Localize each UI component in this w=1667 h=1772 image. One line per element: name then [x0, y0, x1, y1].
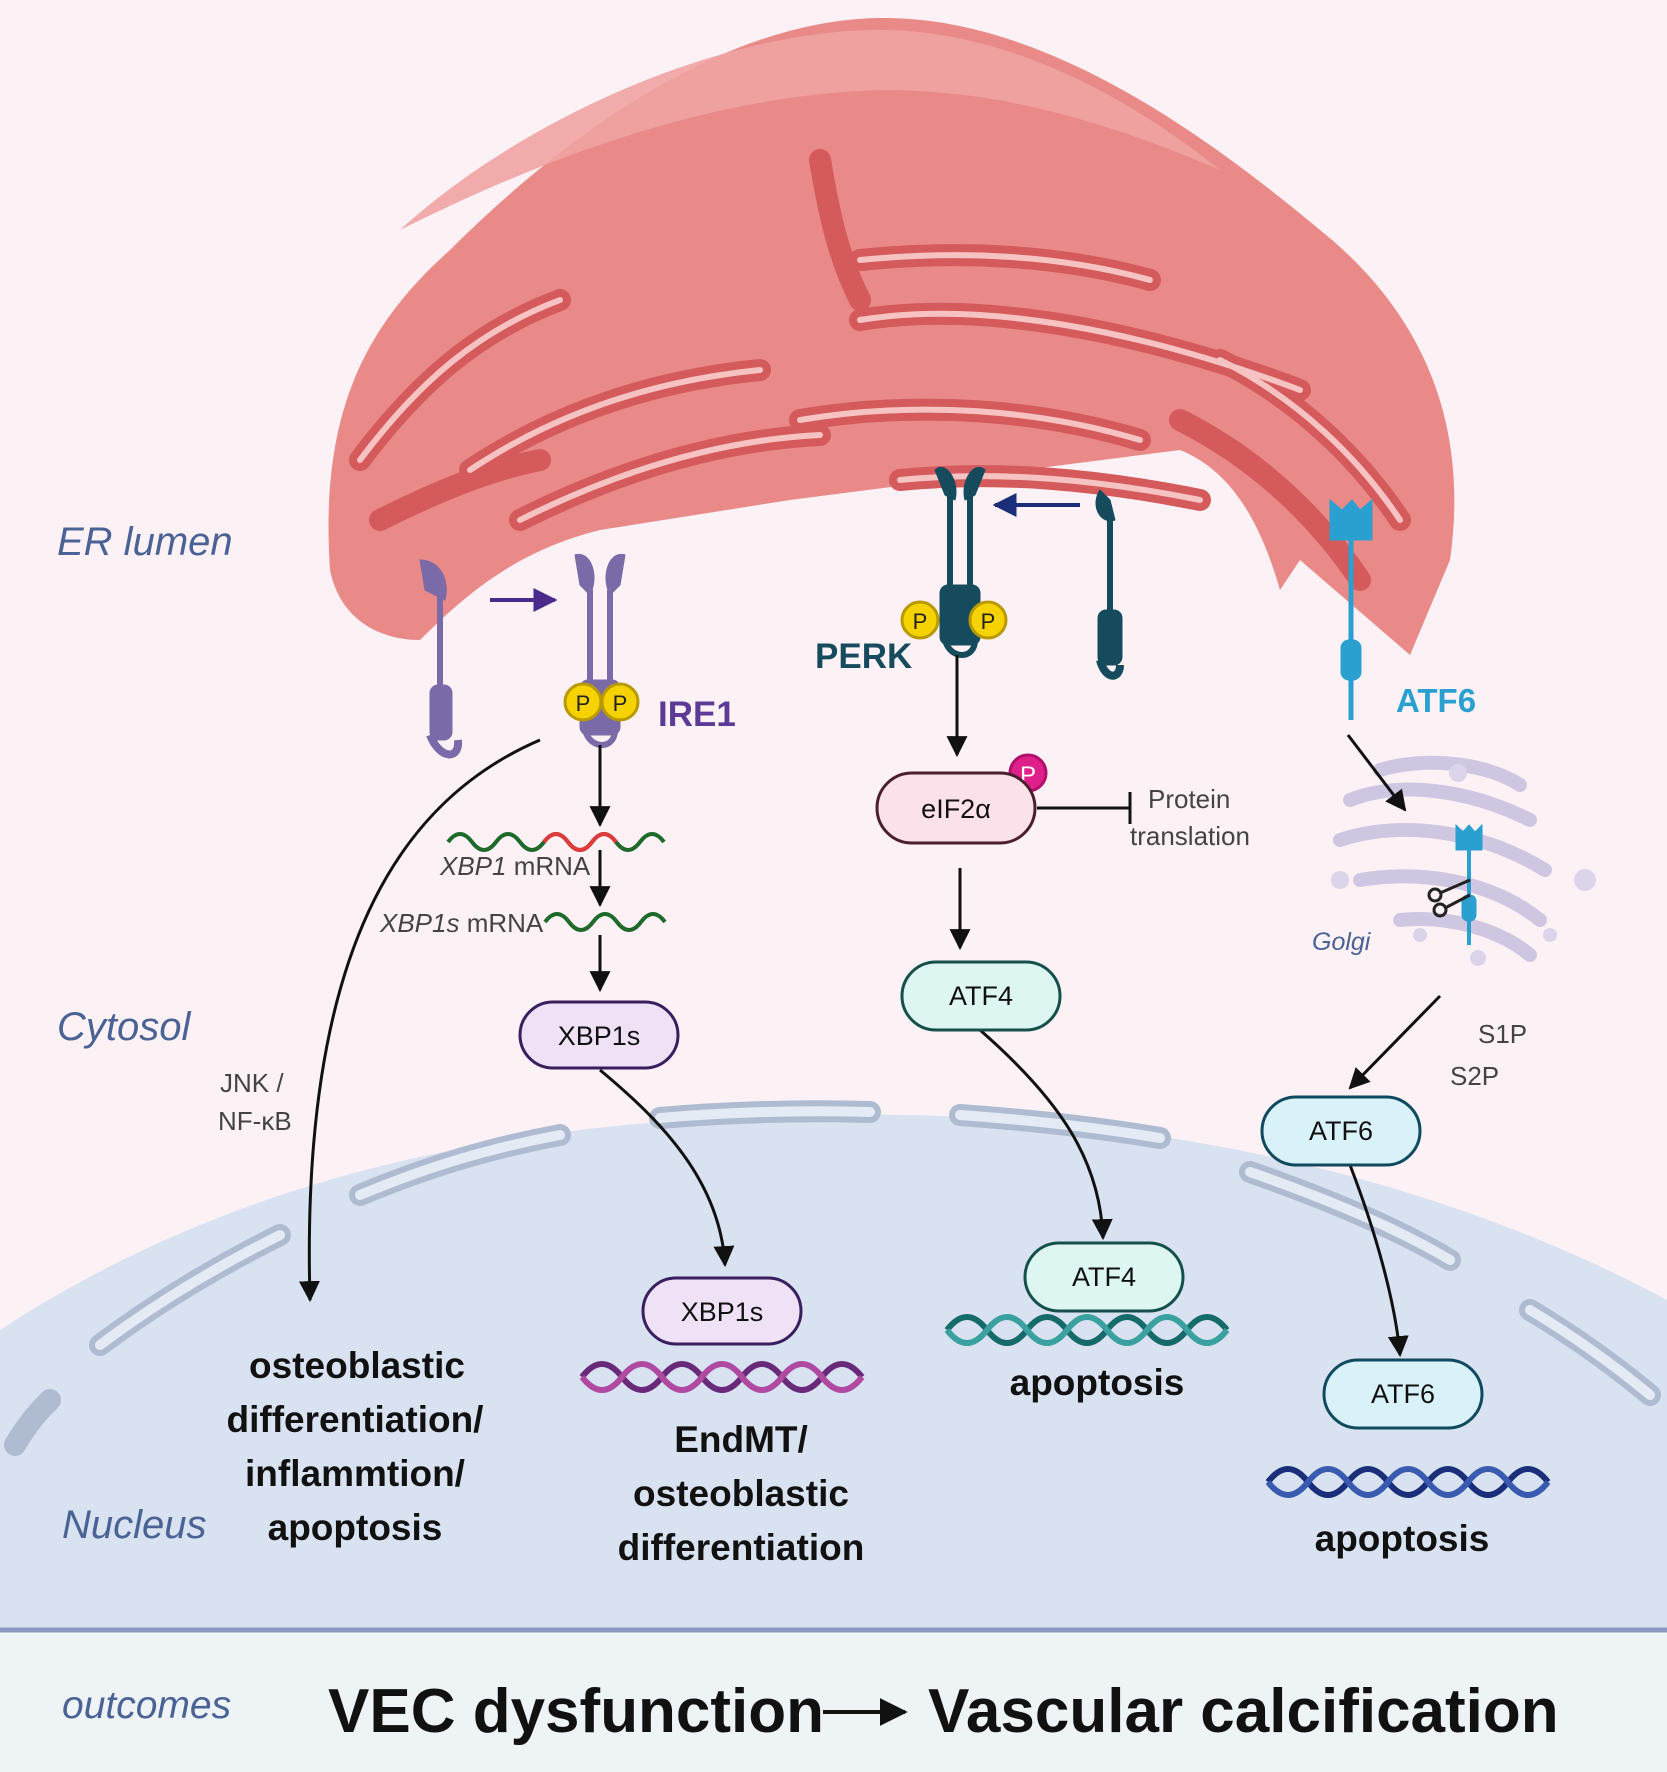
atf6-cyto-box: ATF6 [1260, 1095, 1422, 1167]
phospho-markers: P P P P P [563, 600, 1048, 793]
perk-dimer [934, 467, 986, 658]
ire1-monomer [419, 559, 463, 759]
xbp1s-mrna-wave [543, 912, 667, 932]
atf6-nuc-box: ATF6 [1322, 1358, 1484, 1430]
xbp1-mrna-label: XBP1 mRNA [439, 851, 591, 881]
svg-text:ATF6: ATF6 [1371, 1379, 1435, 1409]
perk-monomer [1095, 489, 1124, 680]
xbp1s-outcome: EndMT/ osteoblastic differentiation [618, 1419, 865, 1568]
golgi-vesicles [1331, 764, 1596, 966]
inhibition-bar [1037, 792, 1132, 824]
nucleus-label: Nucleus [62, 1503, 207, 1547]
dna-helix-atf6 [1265, 1466, 1551, 1498]
perk-label: PERK [815, 637, 912, 676]
s1p-label: S1P [1478, 1019, 1527, 1049]
atf4-cyto-box: ATF4 [900, 960, 1062, 1032]
atf6-golgi-cleavage [1455, 823, 1483, 945]
atf4-outcome: apoptosis [1010, 1362, 1185, 1403]
scissors-icon [1427, 878, 1471, 918]
nuclear-envelope-inner [95, 1106, 1655, 1400]
perk-arrows [946, 655, 1113, 1241]
eif2a-box: eIF2α [875, 771, 1037, 845]
svg-text:EndMT/: EndMT/ [674, 1419, 808, 1460]
svg-text:P: P [981, 609, 996, 634]
xbp1s-nuc-box: XBP1s [641, 1276, 803, 1346]
svg-text:eIF2α: eIF2α [921, 794, 991, 824]
vascular-calcification-text: Vascular calcification [928, 1677, 1559, 1746]
xbp1s-cyto-box: XBP1s [518, 1000, 680, 1070]
outcomes-label: outcomes [62, 1684, 231, 1727]
svg-text:P: P [913, 609, 928, 634]
phospho-ire1-a: P [563, 682, 603, 722]
protein-label: Protein [1148, 784, 1230, 814]
svg-text:XBP1s: XBP1s [558, 1021, 641, 1051]
dna-helix-xbp1s [579, 1361, 865, 1393]
nfkb-label: NF-κB [218, 1106, 292, 1136]
ire1-jnk-outcome: osteoblastic differentiation/ inflammtio… [227, 1345, 484, 1548]
xbp1-intron-wave [542, 832, 618, 852]
atf6-outcome: apoptosis [1315, 1518, 1490, 1559]
ire1-label: IRE1 [658, 695, 736, 734]
atf6-label: ATF6 [1396, 682, 1476, 719]
phospho-perk-a: P [900, 600, 940, 640]
svg-text:inflammtion/: inflammtion/ [245, 1453, 465, 1494]
svg-text:ATF6: ATF6 [1309, 1116, 1373, 1146]
svg-text:P: P [613, 691, 628, 716]
svg-text:osteoblastic: osteoblastic [633, 1473, 849, 1514]
golgi-label: Golgi [1312, 928, 1372, 956]
dna-helix-atf4 [944, 1314, 1230, 1346]
footer-band [0, 1628, 1667, 1772]
svg-text:XBP1s: XBP1s [681, 1297, 764, 1327]
nucleus-shape [0, 1114, 1667, 1628]
svg-text:differentiation/: differentiation/ [227, 1399, 484, 1440]
svg-text:ATF4: ATF4 [1072, 1262, 1136, 1292]
atf6-receptor [1329, 498, 1373, 720]
svg-text:osteoblastic: osteoblastic [249, 1345, 465, 1386]
vec-dysfunction-text: VEC dysfunction [328, 1677, 824, 1746]
atf6-arrows [1346, 734, 1442, 1358]
jnk-label: JNK / [220, 1068, 284, 1098]
phospho-perk-b: P [968, 600, 1008, 640]
xbp1s-mrna-label: XBP1s mRNA [379, 908, 544, 938]
er-lumen-label: ER lumen [57, 520, 233, 564]
cytosol-label: Cytosol [57, 1005, 191, 1049]
s2p-label: S2P [1450, 1061, 1499, 1091]
ire1-arrows [298, 738, 735, 1303]
atf4-nuc-box: ATF4 [1023, 1241, 1185, 1313]
svg-text:P: P [576, 691, 591, 716]
translation-label: translation [1130, 821, 1250, 851]
endoplasmic-reticulum [328, 17, 1455, 655]
phospho-ire1-b: P [600, 682, 640, 722]
svg-text:ATF4: ATF4 [949, 981, 1013, 1011]
svg-text:apoptosis: apoptosis [268, 1507, 443, 1548]
svg-text:differentiation: differentiation [618, 1527, 865, 1568]
